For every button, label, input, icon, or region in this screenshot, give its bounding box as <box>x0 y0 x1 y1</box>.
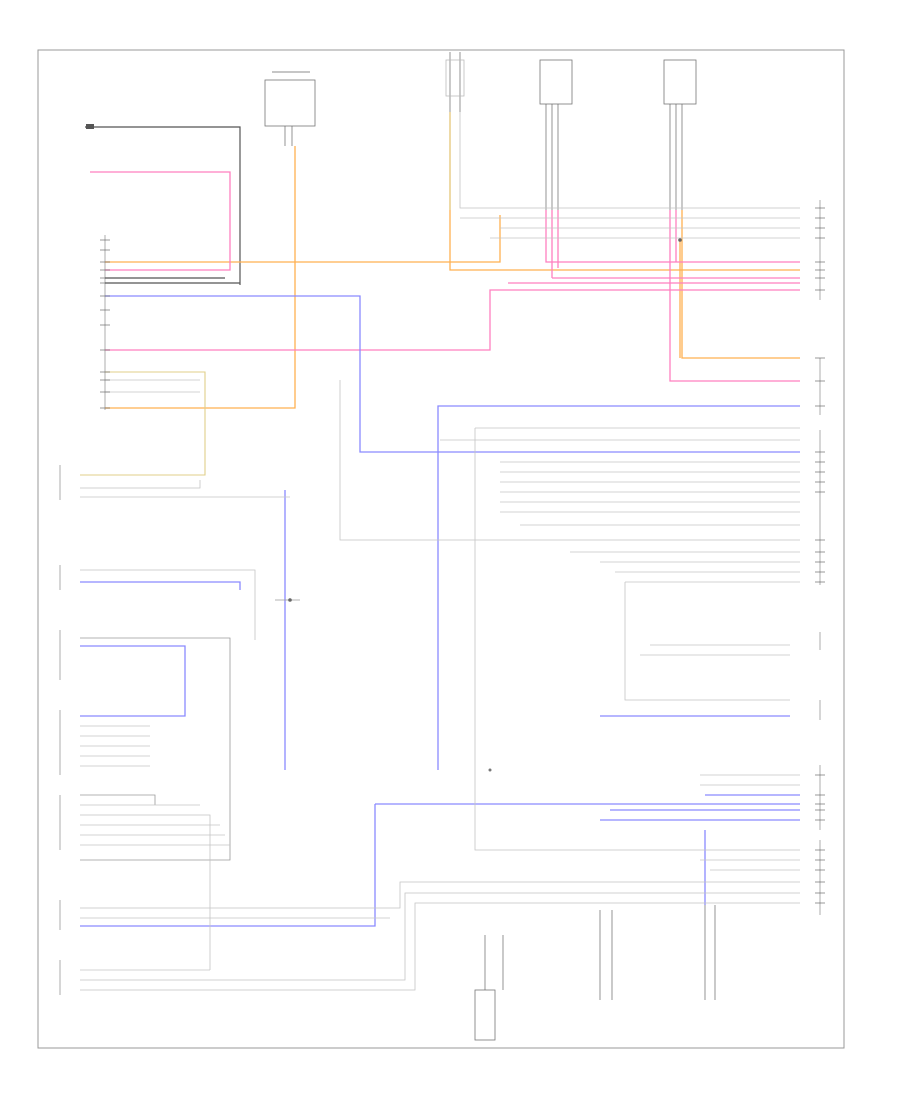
pink-wires <box>90 171 800 382</box>
tan-wires <box>80 112 451 476</box>
splice-points <box>288 238 682 772</box>
ground-symbol <box>86 124 94 129</box>
left-control-module <box>59 126 241 995</box>
bottom-module-2 <box>599 910 613 1000</box>
gray-wires <box>80 112 800 991</box>
top-module-box-2 <box>539 59 573 210</box>
diagram-frame <box>37 49 845 1049</box>
right-connector-pins <box>815 207 825 904</box>
left-connector-pins <box>100 239 110 409</box>
bottom-module-3 <box>704 905 716 1000</box>
orange-wires <box>105 112 800 409</box>
top-module-connector-1 <box>445 52 465 112</box>
blue-wires <box>80 295 800 927</box>
top-module-box-3 <box>663 59 697 210</box>
fuse-relay-box <box>264 71 316 146</box>
dark-wires <box>105 277 240 284</box>
bottom-module-1 <box>474 935 504 1041</box>
